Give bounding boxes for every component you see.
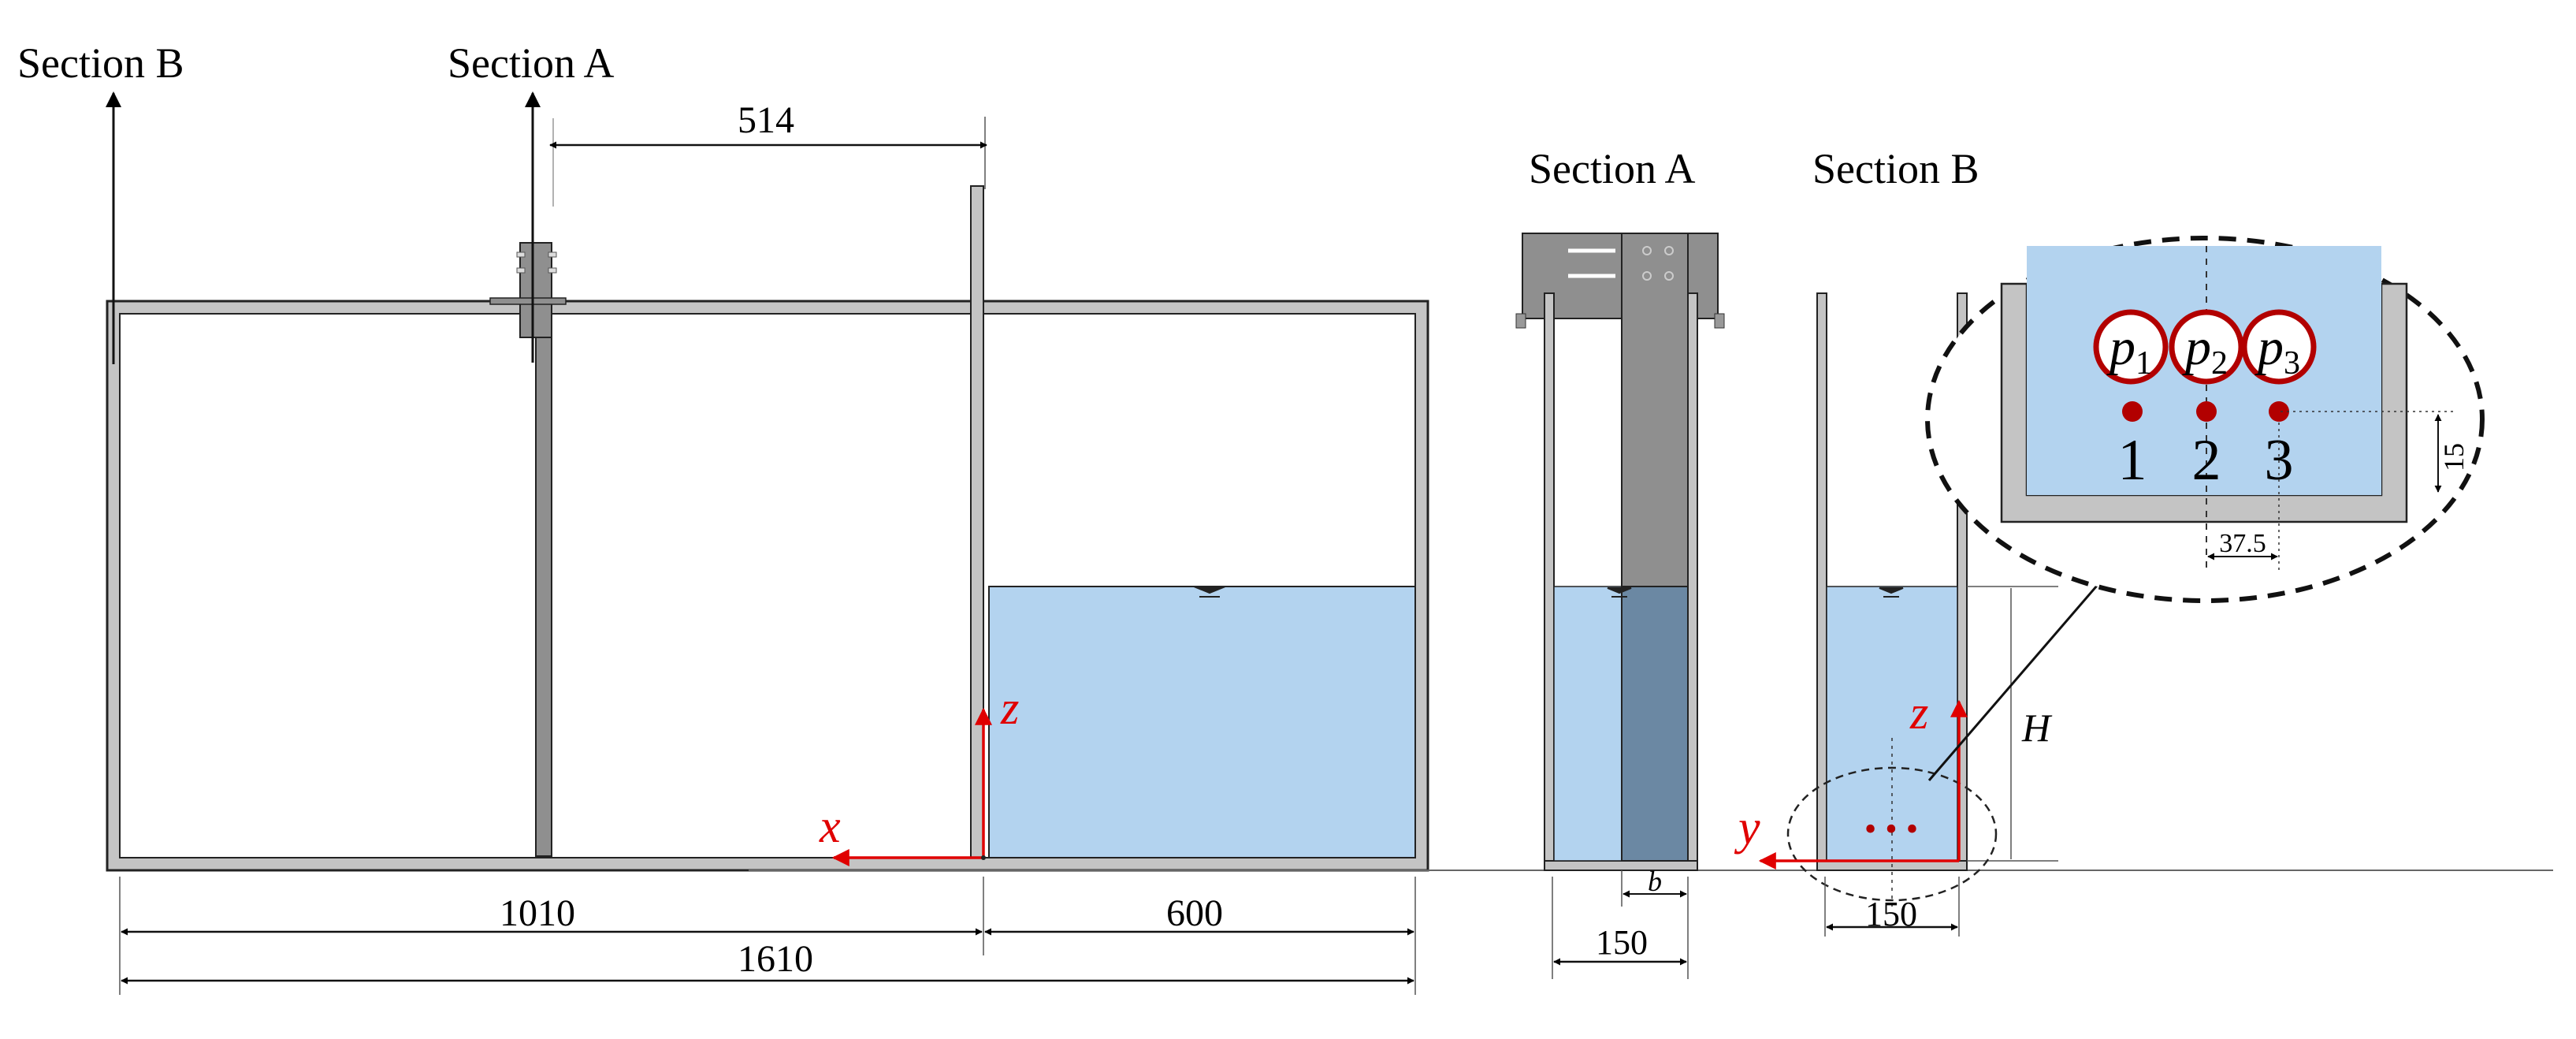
sensor-p1-base: p [2106,318,2136,376]
dim-1010-label: 1010 [500,892,575,934]
housing-bracket-right [1714,313,1725,329]
dim-b-label: b [1648,866,1662,897]
sensor-number-1: 1 [2118,428,2147,493]
gate-plate [535,307,552,857]
sensor-p3-base: p [2254,318,2284,376]
reservoir-water [988,586,1416,858]
dim-h-label: H [2021,706,2053,750]
dim-b-150-label: 150 [1865,895,1917,933]
axis-z-b-label: z [1909,687,1928,739]
svg-text:p1: p1 [2106,318,2152,382]
section-a-label: Section A [448,39,615,87]
axis-origin [981,855,986,860]
sensor-p1: p1 [2093,309,2169,385]
sensor-p2-sub: 2 [2211,345,2228,382]
sensor-p3: p3 [2241,309,2317,385]
dim-15-label: 15 [2438,443,2470,471]
sensor-point-1 [2122,401,2143,422]
sensor-p3-sub: 3 [2284,345,2300,382]
section-b-water [1826,586,1958,862]
section-b-title: Section B [1812,145,1979,192]
section-a-title: Section A [1529,145,1696,192]
svg-text:p2: p2 [2182,318,2228,382]
free-surface-mark-b [1879,587,1904,598]
gate-bolt-holes [1642,246,1674,281]
sensor-p1-sub: 1 [2136,345,2152,382]
section-b-view: Section B H • • • 150 y z [1734,145,2118,937]
dim-600-label: 600 [1166,892,1223,934]
axis-x-label: x [819,800,841,852]
channel-floor [1544,860,1698,871]
zoom-detail: p1 p2 p3 1 2 3 15 37.5 [1925,236,2485,603]
gate-plate-submerged [1621,586,1689,862]
sensor-point-2 [2196,401,2217,422]
sensor-p2-base: p [2182,318,2211,376]
gate-bolts [516,251,557,274]
sensor-number-2: 2 [2192,428,2221,493]
free-surface-mark [1193,586,1226,598]
free-surface-mark-a [1607,587,1632,598]
reservoir-partition-wall [970,185,984,858]
sensor-point-3 [2269,401,2289,422]
dim-1610-label: 1610 [738,938,813,980]
gate-plate-front [1621,233,1689,587]
sensor-dots: • • • [1864,810,1918,848]
callout-leader [1927,561,2118,781]
detail-callout-ellipse-small [1786,766,1998,902]
gate-mount-block [519,242,552,338]
channel-wall-right [1687,292,1698,871]
section-a-view: Section A b 150 [1515,145,1725,979]
section-b-label: Section B [17,39,184,87]
side-view: Section B Section A 514 1010 600 1610 x … [17,39,2553,995]
gate-mount-base [489,297,567,305]
housing-bracket-left [1515,313,1526,329]
axis-y-label: y [1734,801,1760,855]
dim-a-150-label: 150 [1596,923,1648,962]
svg-text:p3: p3 [2254,318,2300,382]
channel-wall-left [1544,292,1555,871]
dim-514-label: 514 [738,99,794,141]
axis-z-label: z [1000,682,1019,734]
dim-375-label: 37.5 [2219,529,2266,558]
sensor-p2: p2 [2169,309,2244,385]
